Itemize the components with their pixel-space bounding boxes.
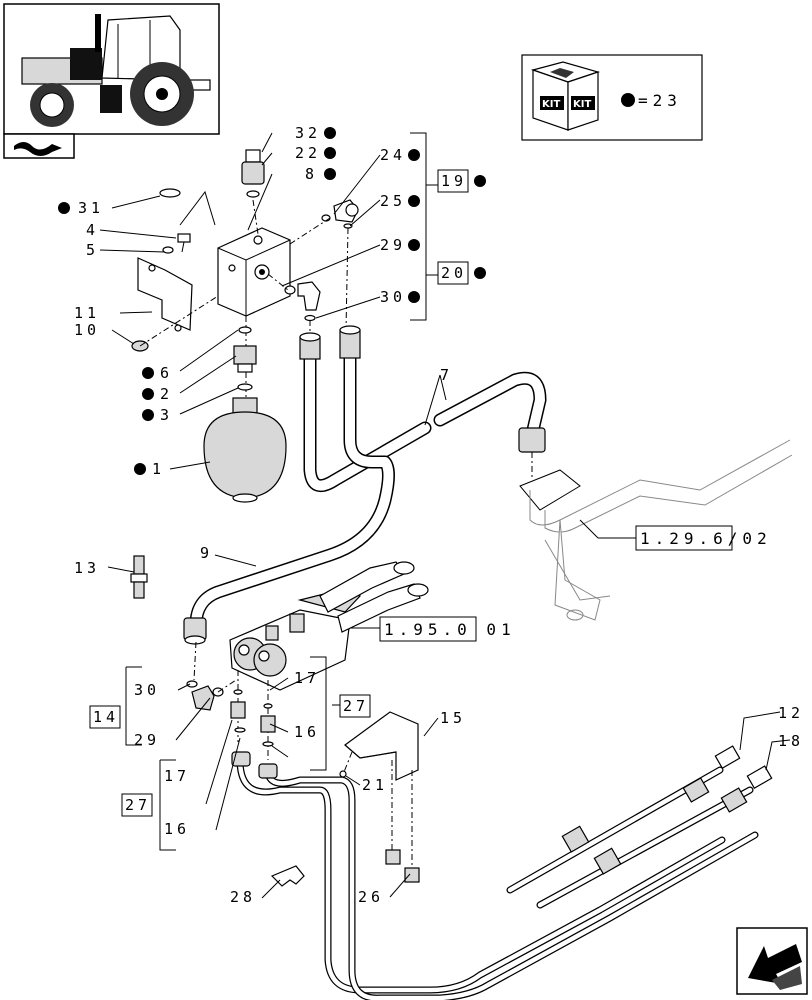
- marker-dot: [408, 149, 420, 161]
- part-label-31: 31: [78, 199, 104, 217]
- part-label-9: 9: [200, 544, 213, 562]
- o-ring: [237, 383, 253, 391]
- elbow-fitting-lower: [284, 281, 321, 322]
- ref-box: [89, 705, 121, 729]
- hose-assemblies: [183, 325, 547, 645]
- kit-box-icon: KIT KIT: [530, 61, 601, 131]
- reference-assembly-ghost: [519, 439, 793, 621]
- part-label-16b: 16: [294, 723, 320, 741]
- kit-legend-text: =23: [638, 91, 682, 110]
- part-label-13: 13: [74, 559, 100, 577]
- part-label-21: 21: [362, 776, 388, 794]
- part-label-1: 1: [152, 460, 165, 478]
- part-label-32: 32: [295, 124, 321, 142]
- part-label-30b: 30: [134, 681, 160, 699]
- part-label-14: 14: [93, 708, 119, 726]
- marker-dot: [408, 195, 420, 207]
- marker-dot: [324, 168, 336, 180]
- stud: [130, 555, 148, 599]
- reference-code: 1.29.6/02: [640, 529, 772, 548]
- part-label-30a: 30: [380, 288, 406, 306]
- reference-code: 1.95.0 01: [384, 620, 516, 639]
- part-label-11: 11: [74, 304, 100, 322]
- marker-dot: [408, 291, 420, 303]
- part-label-29b: 29: [134, 731, 160, 749]
- part-label-6: 6: [160, 364, 173, 382]
- accumulator: [203, 397, 287, 503]
- elbow-fitting-bottom: [186, 680, 224, 711]
- part-label-25: 25: [380, 192, 406, 210]
- control-valve-block: [229, 561, 429, 691]
- kit-badge-text: KIT: [542, 99, 560, 110]
- part-label-10: 10: [74, 321, 100, 339]
- part-labels: 32 22 8 31 4 5 11 10 24 19 25 29 20 30 6…: [58, 124, 804, 906]
- part-label-27a: 27: [125, 796, 151, 814]
- part-label-18: 18: [778, 732, 804, 750]
- leader-lines: [99, 132, 791, 899]
- marker-dot: [324, 127, 336, 139]
- part-label-4: 4: [86, 221, 99, 239]
- previous-page-button[interactable]: [736, 927, 808, 995]
- marker-dot: [142, 409, 154, 421]
- adapter-fitting: [233, 345, 257, 373]
- part-label-27b: 27: [343, 697, 369, 715]
- tractor-thumbnail[interactable]: [3, 3, 220, 159]
- part-label-22: 22: [295, 144, 321, 162]
- ref-box: [437, 169, 469, 193]
- part-label-7: 7: [440, 366, 453, 384]
- adapter-fitting: [230, 701, 246, 733]
- kit-badge-text: KIT: [573, 99, 591, 110]
- part-label-24: 24: [380, 146, 406, 164]
- o-ring: [238, 326, 252, 334]
- part-label-8: 8: [305, 165, 318, 183]
- ref-box: [339, 694, 371, 718]
- valve-block: [217, 227, 291, 317]
- hydraulic-section-icon: [14, 142, 62, 156]
- adapter-fitting: [260, 715, 276, 747]
- mounting-bracket: [344, 711, 419, 781]
- part-label-17a: 17: [164, 767, 190, 785]
- marker-dot: [142, 388, 154, 400]
- bracket: [137, 257, 193, 332]
- marker-dot: [142, 367, 154, 379]
- part-label-17b: 17: [294, 669, 320, 687]
- kit-legend: KIT KIT =23: [521, 54, 703, 141]
- cross-reference-1-29[interactable]: 1.29.6/02: [635, 525, 772, 551]
- tube-clip: [385, 849, 420, 883]
- ref-box: [437, 261, 469, 285]
- marker-dot: [474, 267, 486, 279]
- marker-dot: [474, 175, 486, 187]
- part-label-28: 28: [230, 888, 256, 906]
- part-label-3: 3: [160, 406, 173, 424]
- part-label-5: 5: [86, 241, 99, 259]
- cross-reference-1-95[interactable]: 1.95.0 01: [379, 616, 516, 642]
- part-label-20: 20: [441, 264, 467, 282]
- previous-page-arrow-icon: [748, 944, 802, 990]
- part-label-15: 15: [440, 709, 466, 727]
- pressure-switch: [241, 149, 265, 198]
- ref-box: [121, 793, 153, 817]
- marker-dot: [324, 147, 336, 159]
- marker-dot: [58, 202, 70, 214]
- part-label-16a: 16: [164, 820, 190, 838]
- part-label-2: 2: [160, 385, 173, 403]
- marker-dot: [621, 93, 635, 107]
- marker-dot: [408, 239, 420, 251]
- part-label-19: 19: [441, 172, 467, 190]
- clip: [270, 865, 305, 887]
- part-label-29a: 29: [380, 236, 406, 254]
- part-label-26: 26: [358, 888, 384, 906]
- marker-dot: [134, 463, 146, 475]
- brake-tubes: [231, 745, 773, 1000]
- tractor-icon: [21, 14, 211, 127]
- o-ring: [159, 188, 181, 198]
- part-label-12: 12: [778, 704, 804, 722]
